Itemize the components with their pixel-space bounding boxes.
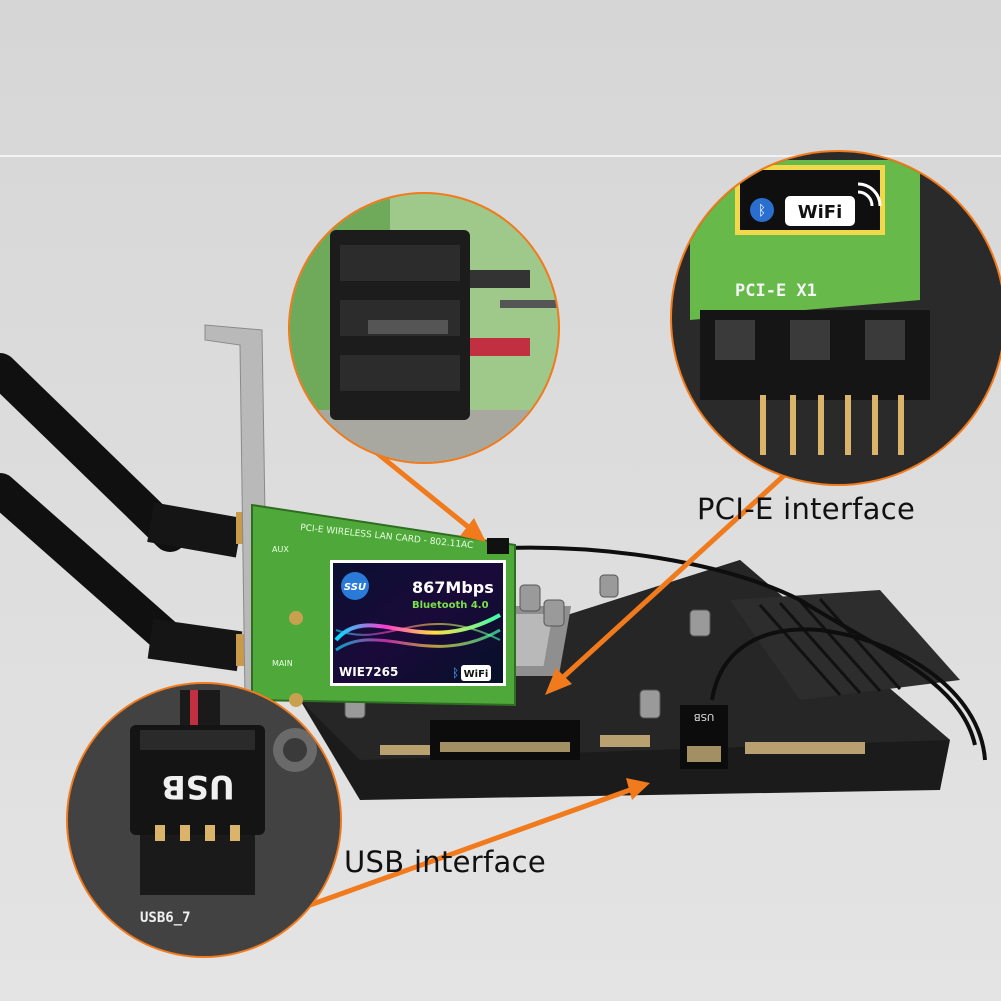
board-usb-label: USB [694,711,715,722]
zoom-wifi-text: WiFi [798,202,843,223]
zoom-usb-connector-label: USB [161,768,234,806]
wifi-logo-text: WiFi [464,669,489,680]
zoom-bluetooth-icon [750,198,774,222]
zoom-pcie-detail: ᛒ WiFi PCI-E X1 [670,150,1001,486]
motherboard: USB [300,560,960,800]
card-model-text: WIE7265 [339,665,398,679]
zoom-usb-header-label: USB6_7 [140,910,191,926]
pcie-interface-label: PCI-E interface [697,492,916,526]
zoom-wifi-logo [785,196,855,226]
zoom-usb-detail: USB USB6_7 [66,682,342,958]
brand-logo-text: SSU [344,582,366,593]
bluetooth-icon: ᛒ [452,666,459,680]
svg-text:ᛒ: ᛒ [758,203,766,219]
wifi-signal-icon [857,182,882,207]
callout-arrows [309,443,792,908]
antenna-main-label: MAIN [272,659,293,668]
zoom-pcie-slot-label: PCI-E X1 [735,281,817,301]
cables [504,545,987,761]
card-bluetooth-text: Bluetooth 4.0 [412,600,489,611]
usb-interface-label: USB interface [344,845,546,879]
antenna-aux-label: AUX [272,545,289,554]
card-speed-text: 867Mbps [412,578,494,597]
wifi-card: PCI-E WIRELESS LAN CARD - 802.11AC AUX M… [251,503,516,707]
brand-logo [341,572,369,600]
wifi-logo [461,665,491,681]
zoom-connector-detail [288,192,560,464]
